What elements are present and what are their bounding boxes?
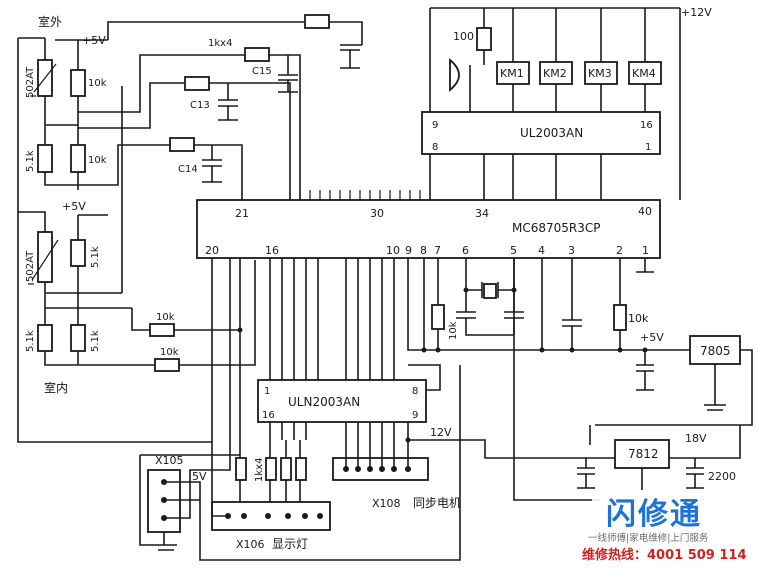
resistor-100: [476, 27, 492, 51]
label-plus12v: +12V: [681, 6, 712, 19]
resistor-pack-2: [265, 457, 277, 481]
label-r51k-c: 5.1k: [25, 330, 36, 352]
label-mcu-pin2: 2: [616, 244, 623, 257]
label-r10k-e: 10k: [448, 321, 459, 340]
label-mcu-pin10: 10: [386, 244, 400, 257]
label-r10k-d: 10k: [160, 347, 179, 358]
label-plus5v-mid: +5V: [62, 200, 86, 213]
label-r51k-b: 5.1k: [90, 246, 101, 268]
label-x106: X106: [236, 538, 265, 551]
label-km3: KM3: [588, 67, 612, 80]
label-mcu-pin7: 7: [434, 244, 441, 257]
label-x108: X108: [372, 497, 401, 510]
label-c13: C13: [190, 100, 210, 111]
label-r100: 100: [453, 30, 474, 43]
label-outdoor: 室外: [38, 14, 62, 29]
label-km1: KM1: [500, 67, 524, 80]
resistor-5k1-a: [37, 144, 53, 173]
watermark-brand: 闪修通: [606, 497, 702, 532]
resistor-c14-feed: [169, 137, 195, 152]
label-r10k-a: 10k: [88, 78, 107, 89]
label-uln-pin8: 8: [412, 386, 418, 397]
label-ul-pin8: 8: [432, 142, 438, 153]
watermark: 闪修通 一线师傅|家电维修|上门服务 维修热线：4001 509 114: [582, 493, 748, 563]
label-r10k-f: 10k: [628, 312, 649, 325]
label-r1kx4: 1kx4: [208, 38, 232, 49]
label-12v: 12V: [430, 426, 452, 439]
resistor-10k-d: [154, 358, 180, 372]
label-mcu-pin20: 20: [205, 244, 219, 257]
resistor-5k1-b: [70, 239, 86, 267]
label-ul-pin16: 16: [640, 120, 653, 131]
label-indoor: 室内: [44, 380, 68, 395]
label-plus5v-right: +5V: [640, 331, 664, 344]
resistor-10k-f: [613, 304, 627, 331]
ic-mc68705r3cp: [196, 199, 661, 259]
resistor-c13-feed: [184, 76, 210, 91]
label-ic-uln2003: ULN2003AN: [288, 395, 360, 409]
ic-uln2003an: [257, 379, 427, 423]
resistor-10k-a: [70, 69, 86, 97]
label-c15: C15: [252, 66, 272, 77]
label-r51k-d: 5.1k: [90, 330, 101, 352]
label-mcu-pin40: 40: [638, 205, 652, 218]
label-mcu-pin6: 6: [462, 244, 469, 257]
label-mcu-pin30: 30: [370, 207, 384, 220]
label-mcu-pin16: 16: [265, 244, 279, 257]
label-thermistor-in: 502AT: [25, 250, 36, 282]
watermark-tagline: 一线师傅|家电维修|上门服务: [588, 532, 709, 544]
label-7812: 7812: [628, 447, 659, 461]
resistor-1kx4: [244, 47, 270, 62]
resistor-5k1-d: [70, 324, 86, 352]
label-plus5v-top: +5V: [82, 34, 106, 47]
resistor-pack-1: [235, 457, 247, 481]
label-uln-pin16: 16: [262, 410, 275, 421]
indoor-thermistor: [37, 231, 53, 283]
label-5v: 5V: [192, 470, 207, 483]
label-mcu-pin3: 3: [568, 244, 575, 257]
label-ic-mcu: MC68705R3CP: [512, 221, 601, 235]
label-uln-pin1: 1: [264, 386, 270, 397]
crystal: [483, 283, 497, 299]
resistor-10k-b: [70, 144, 86, 173]
label-display-lamp: 显示灯: [272, 537, 308, 551]
label-ic-ul2003: UL2003AN: [520, 126, 583, 140]
regulator-7812: [614, 439, 670, 469]
label-r10k-b: 10k: [88, 155, 107, 166]
label-mcu-pin21: 21: [235, 207, 249, 220]
buzzer-icon: [449, 58, 460, 92]
label-km4: KM4: [632, 67, 656, 80]
ic-ul2003an: [421, 111, 661, 155]
resistor-10k-e: [431, 304, 445, 330]
regulator-7805: [689, 335, 741, 365]
label-18v: 18V: [685, 432, 707, 445]
label-km2: KM2: [543, 67, 567, 80]
label-sync-motor: 同步电机: [413, 496, 461, 510]
label-ul-pin9: 9: [432, 120, 438, 131]
label-mcu-pin9: 9: [405, 244, 412, 257]
label-r1kx4-b: 1kx4: [254, 458, 265, 482]
label-mcu-pin4: 4: [538, 244, 545, 257]
label-mcu-pin34: 34: [475, 207, 489, 220]
resistor-5k1-c: [37, 324, 53, 352]
label-mcu-pin1: 1: [642, 244, 649, 257]
resistor-pack-4: [295, 457, 307, 481]
label-thermistor-out: 502AT: [25, 66, 36, 98]
label-r51k-a: 5.1k: [25, 150, 36, 172]
label-c14: C14: [178, 164, 198, 175]
label-ul-pin1: 1: [645, 142, 651, 153]
label-uln-pin9: 9: [412, 410, 418, 421]
label-x105: X105: [155, 454, 184, 467]
label-7805: 7805: [700, 344, 731, 358]
label-mcu-pin5: 5: [510, 244, 517, 257]
label-2200: 2200: [708, 470, 736, 483]
watermark-hotline: 维修热线：4001 509 114: [582, 547, 747, 563]
resistor-pack-3: [280, 457, 292, 481]
label-mcu-pin8: 8: [420, 244, 427, 257]
label-r10k-c: 10k: [156, 312, 175, 323]
resistor-top: [304, 14, 330, 29]
resistor-10k-c: [149, 323, 175, 337]
